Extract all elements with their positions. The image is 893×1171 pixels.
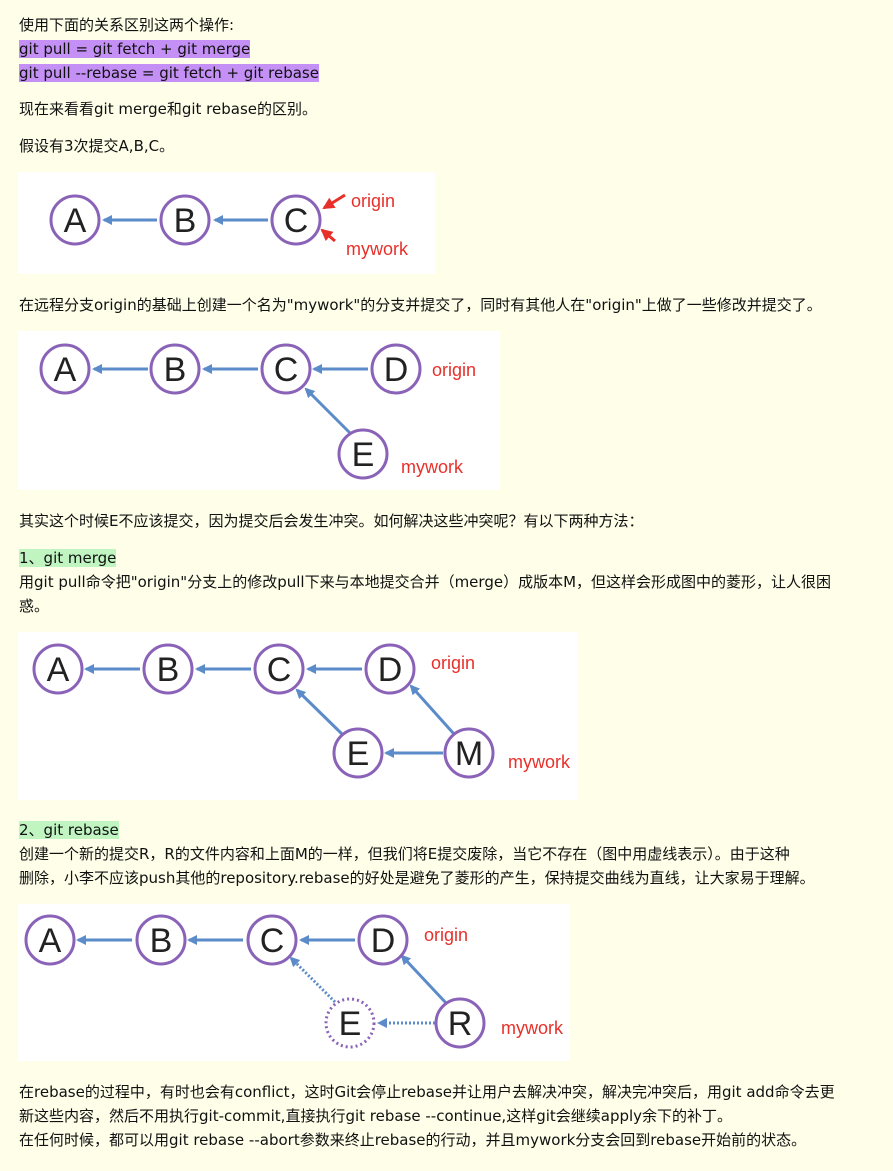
figure-diverged-branches-svg: A B C D E origin mywork	[39, 343, 476, 480]
commit-a-label: A	[39, 922, 62, 960]
commit-r: R	[434, 997, 486, 1049]
commit-b-label: B	[164, 351, 187, 389]
figure-initial-commits-svg: A B C origin mywork	[49, 191, 409, 259]
commit-b: B	[135, 914, 187, 966]
arrow-m-to-d	[409, 684, 456, 736]
commit-e-label: E	[347, 735, 370, 773]
commit-a: A	[39, 343, 91, 395]
rebase-description-line2: 删除，小李不应该push其他的repository.rebase的好处是避免了菱…	[19, 869, 815, 887]
commit-d-label: D	[378, 651, 403, 689]
commit-e-removed: E	[324, 997, 376, 1049]
commit-c: C	[246, 914, 298, 966]
assume-commits: 假设有3次提交A,B,C。	[19, 137, 175, 155]
commit-c-label: C	[260, 922, 285, 960]
arrow-e-to-c	[295, 688, 344, 736]
commit-d-label: D	[384, 351, 409, 389]
figure-diverged-branches: A B C D E origin mywork	[18, 331, 500, 490]
commit-c: C	[270, 194, 322, 246]
git-pull-rebase-formula-text: git pull --rebase = git fetch + git reba…	[19, 64, 319, 82]
commit-m: M	[443, 727, 495, 779]
commit-d: D	[370, 343, 422, 395]
commit-a-label: A	[47, 651, 70, 689]
compare-intro: 现在来看看git merge和git rebase的区别。	[19, 100, 317, 118]
commit-b: B	[142, 643, 194, 695]
figure-initial-commits: A B C origin mywork	[18, 172, 435, 274]
mywork-label: mywork	[508, 752, 571, 772]
commit-a: A	[49, 194, 101, 246]
mywork-label: mywork	[501, 1018, 564, 1038]
commit-e-label: E	[352, 436, 375, 474]
mywork-label: mywork	[401, 457, 464, 477]
mywork-label: mywork	[346, 239, 409, 259]
intro-text: 使用下面的关系区别这两个操作:	[19, 16, 235, 34]
commit-e: E	[332, 727, 384, 779]
commit-a-label: A	[54, 351, 77, 389]
rebase-conflict-line2: 新这些内容，然后不用执行git-commit,直接执行git rebase --…	[19, 1107, 733, 1125]
commit-c-label: C	[267, 651, 292, 689]
commit-c: C	[260, 343, 312, 395]
mywork-pointer	[320, 228, 336, 243]
rebase-heading-text: 2、git rebase	[19, 821, 119, 839]
commit-d: D	[357, 914, 409, 966]
figure-rebase-result: A B C D E R origin mywork	[18, 904, 570, 1061]
conflict-question: 其实这个时候E不应该提交，因为提交后会发生冲突。如何解决这些冲突呢？有以下两种方…	[19, 512, 644, 530]
rebase-description-line1: 创建一个新的提交R，R的文件内容和上面M的一样，但我们将E提交废除，当它不存在（…	[19, 845, 790, 863]
merge-heading-text: 1、git merge	[19, 549, 117, 567]
git-pull-rebase-formula: git pull --rebase = git fetch + git reba…	[19, 61, 319, 85]
origin-label: origin	[351, 191, 395, 211]
rebase-conflict-line1: 在rebase的过程中，有时也会有conflict，这时Git会停止rebase…	[19, 1083, 835, 1101]
origin-label: origin	[432, 360, 476, 380]
commit-a: A	[32, 643, 84, 695]
commit-a: A	[24, 914, 76, 966]
commit-b: B	[149, 343, 201, 395]
commit-e-label: E	[339, 1005, 362, 1043]
figure-merge-result: A B C D E M origin mywork	[18, 632, 578, 800]
commit-m-label: M	[455, 735, 483, 773]
commit-b-label: B	[150, 922, 173, 960]
figure-rebase-result-svg: A B C D E R origin mywork	[24, 914, 564, 1049]
origin-label: origin	[431, 653, 475, 673]
git-pull-formula-text: git pull = git fetch + git merge	[19, 40, 251, 58]
commit-a-label: A	[64, 202, 87, 240]
git-pull-formula: git pull = git fetch + git merge	[19, 37, 251, 61]
rebase-abort-note: 在任何时候，都可以用git rebase --abort参数来终止rebase的…	[19, 1131, 807, 1149]
commit-c-label: C	[274, 351, 299, 389]
commit-r-label: R	[448, 1005, 473, 1043]
branch-description: 在远程分支origin的基础上创建一个名为"mywork"的分支并提交了，同时有…	[19, 296, 822, 314]
commit-c: C	[253, 643, 305, 695]
merge-heading: 1、git merge	[19, 546, 117, 570]
arrow-r-to-d	[400, 954, 448, 1005]
origin-label: origin	[424, 925, 468, 945]
commit-c-label: C	[284, 202, 309, 240]
merge-description-line1: 用git pull命令把"origin"分支上的修改pull下来与本地提交合并（…	[19, 573, 832, 591]
merge-description-line2: 惑。	[19, 597, 50, 615]
commit-e: E	[337, 428, 389, 480]
origin-pointer	[322, 193, 346, 210]
arrow-e-to-c	[304, 387, 352, 435]
commit-d: D	[364, 643, 416, 695]
rebase-heading: 2、git rebase	[19, 818, 119, 842]
dotted-arrow-e-to-c	[289, 956, 337, 1004]
commit-b-label: B	[157, 651, 180, 689]
commit-d-label: D	[371, 922, 396, 960]
figure-merge-result-svg: A B C D E M origin mywork	[32, 643, 571, 779]
commit-b: B	[159, 194, 211, 246]
commit-b-label: B	[174, 202, 197, 240]
